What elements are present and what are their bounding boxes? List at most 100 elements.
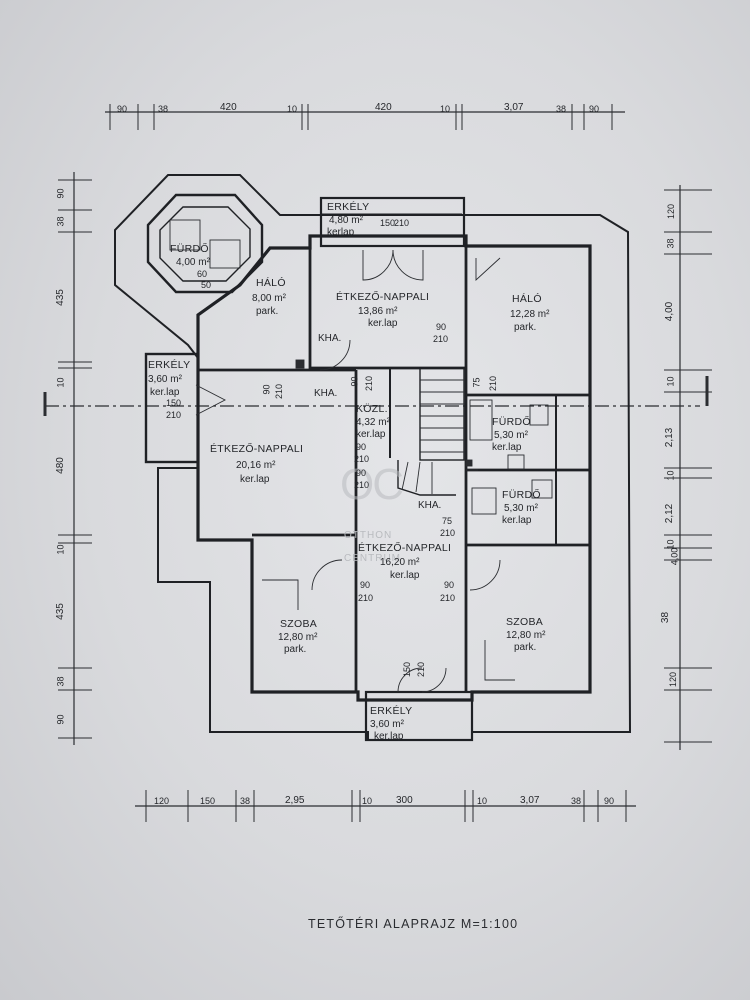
room-furdo-r2-name: FÜRDŐ: [502, 489, 541, 501]
room-halo-left-area: 8,00 m²: [252, 293, 286, 304]
dim-bottom-1: 120: [154, 796, 170, 806]
door-label-90-c: 90: [349, 376, 360, 387]
room-furdo-r2-floor: ker.lap: [502, 515, 532, 526]
room-etkezo-top-area: 13,86 m²: [358, 306, 398, 317]
room-furdo-corner-area: 4,00 m²: [176, 257, 210, 268]
room-furdo-r1-area: 5,30 m²: [494, 430, 528, 441]
kha-label-2: KHA.: [314, 388, 338, 399]
dim-top-5: 420: [375, 102, 392, 113]
dim-bottom-3: 38: [240, 796, 251, 806]
room-erkely-bottom-name: ERKÉLY: [370, 705, 413, 717]
door-label-210-c: 210: [364, 375, 375, 392]
room-kozl-area: 4,32 m²: [356, 417, 390, 428]
door-label-210-i: 210: [440, 593, 456, 603]
door-label-210-left: 210: [166, 410, 182, 420]
door-label-210-a: 210: [433, 334, 449, 344]
door-label-210-f: 210: [488, 375, 499, 392]
dim-top-1: 90: [117, 104, 128, 114]
dim-left-9: 90: [55, 714, 66, 725]
room-furdo-r2-area: 5,30 m²: [504, 503, 538, 514]
dim-right-10: 38: [660, 611, 672, 624]
dim-right-7: 2,12: [664, 503, 676, 524]
door-label-90-d: 90: [356, 442, 367, 452]
room-furdo-r1-name: FÜRDŐ: [492, 416, 531, 428]
room-halo-right-area: 12,28 m²: [510, 309, 550, 320]
dim-bottom-6: 300: [396, 795, 413, 806]
room-erkely-left-name: ERKÉLY: [148, 359, 191, 371]
watermark-logo: OC: [340, 460, 404, 509]
dim-bottom-4: 2,95: [285, 795, 305, 806]
dim-bottom-5: 10: [362, 796, 373, 806]
door-label-60: 60: [197, 269, 208, 279]
watermark-line2: CENTRUM: [344, 553, 401, 564]
dim-bottom-9: 38: [571, 796, 582, 806]
dim-bottom-7: 10: [477, 796, 488, 806]
door-label-210-top: 210: [394, 218, 410, 228]
walls: [114, 174, 632, 742]
dim-right-6: 10: [665, 470, 676, 481]
door-label-210-e: 210: [354, 480, 370, 490]
door-label-50: 50: [201, 280, 212, 290]
room-furdo-r1-floor: ker.lap: [492, 442, 522, 453]
room-etkezo-top-name: ÉTKEZŐ-NAPPALI: [336, 291, 430, 303]
dim-right-11: 120: [668, 671, 679, 688]
room-erkely-bottom-floor: ker.lap: [374, 731, 404, 742]
dim-right-5: 2,13: [664, 427, 676, 448]
room-erkely-top-floor: kerlap: [327, 227, 355, 238]
dim-left-4: 10: [55, 377, 66, 388]
room-szoba-left-floor: park.: [284, 644, 307, 655]
dim-right-3: 4,00: [664, 301, 676, 322]
door-label-210-bottom: 210: [416, 661, 427, 678]
room-szoba-right-name: SZOBA: [506, 616, 544, 628]
room-halo-left-name: HÁLÓ: [256, 277, 286, 289]
stairs-and-fixtures: [169, 219, 553, 693]
kha-label-1: KHA.: [318, 333, 342, 344]
room-szoba-left-name: SZOBA: [280, 618, 318, 630]
dim-top-2: 38: [158, 104, 169, 114]
kha-label-3: KHA.: [418, 500, 442, 511]
dim-right-2: 38: [665, 238, 676, 249]
dim-right-1: 120: [666, 203, 677, 220]
watermark-line1: OTTHON: [344, 530, 393, 541]
door-label-75-a: 75: [471, 377, 482, 388]
door-label-90-f: 90: [360, 580, 371, 590]
dim-top-6: 10: [440, 104, 451, 114]
dim-left-7: 435: [54, 603, 66, 620]
room-furdo-corner-name: FÜRDŐ: [170, 243, 209, 255]
dim-bottom-2: 150: [200, 796, 216, 806]
dim-left-3: 435: [54, 289, 66, 306]
door-label-150-bottom: 150: [402, 661, 413, 678]
door-label-210-h: 210: [358, 593, 374, 603]
door-label-90-g: 90: [444, 580, 455, 590]
dim-left-6: 10: [55, 544, 66, 555]
room-kozl-name: KÖZL.: [356, 403, 388, 415]
dim-top-4: 10: [287, 104, 298, 114]
door-label-150-top: 150: [380, 218, 396, 228]
door-label-75-b: 75: [442, 516, 453, 526]
room-erkely-top-area: 4,80 m²: [329, 215, 363, 226]
dimension-lines: [43, 104, 712, 822]
dim-bottom-8: 3,07: [520, 795, 540, 806]
door-label-90-b: 90: [261, 384, 272, 395]
dim-left-1: 90: [55, 188, 66, 199]
room-erkely-bottom-area: 3,60 m²: [370, 719, 404, 730]
room-etkezo-top-floor: ker.lap: [368, 318, 398, 329]
door-label-210-b: 210: [274, 383, 285, 400]
room-kozl-floor: ker.lap: [356, 429, 386, 440]
dim-right-4: 10: [665, 376, 676, 387]
room-halo-right-floor: park.: [514, 322, 537, 333]
room-halo-right-name: HÁLÓ: [512, 293, 542, 305]
room-erkely-left-floor: ker.lap: [150, 387, 180, 398]
dim-top-3: 420: [220, 102, 237, 113]
door-label-90-a: 90: [436, 322, 447, 332]
room-szoba-right-area: 12,80 m²: [506, 630, 546, 641]
room-etkezo-left-name: ÉTKEZŐ-NAPPALI: [210, 443, 304, 455]
room-erkely-top-name: ERKÉLY: [327, 201, 370, 213]
dim-bottom-10: 90: [604, 796, 615, 806]
door-label-210-d: 210: [354, 454, 370, 464]
room-etkezo-left-floor: ker.lap: [240, 474, 270, 485]
room-szoba-left-area: 12,80 m²: [278, 632, 318, 643]
room-etkezo-mid-name: ÉTKEZŐ-NAPPALI: [358, 542, 452, 554]
